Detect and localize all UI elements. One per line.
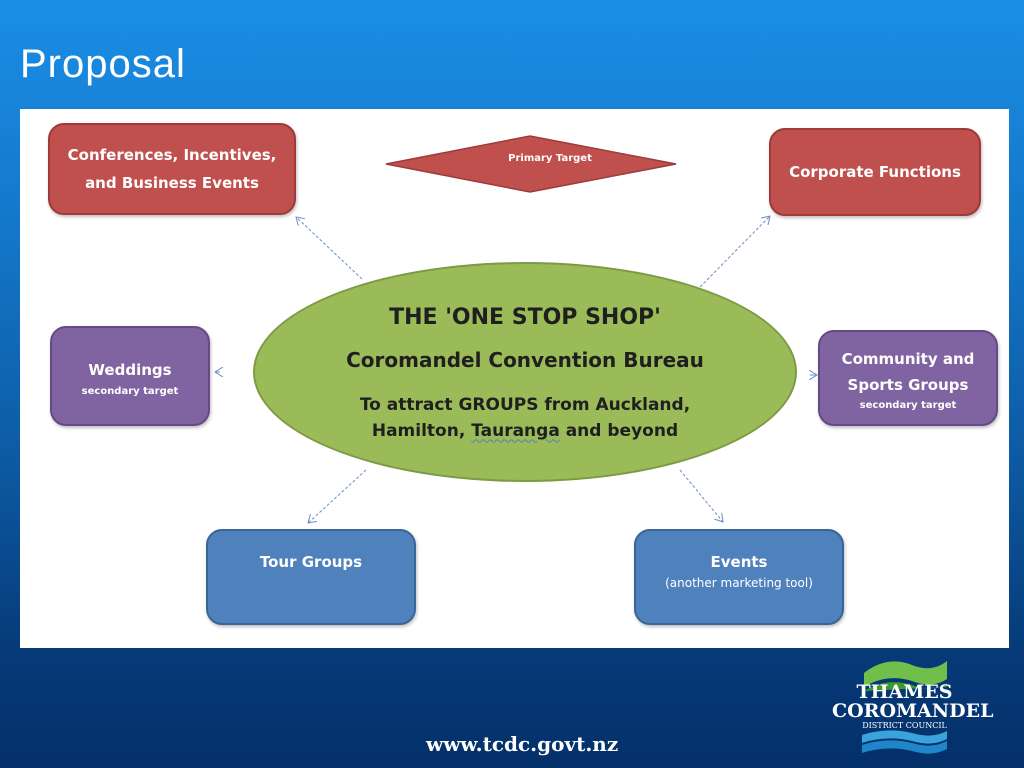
center-line2-tauranga: Tauranga bbox=[471, 420, 560, 441]
logo-line3: DISTRICT COUNCIL bbox=[862, 721, 947, 730]
tour-groups-box: Tour Groups bbox=[206, 529, 416, 625]
arrow-to-events bbox=[679, 469, 723, 522]
center-title: THE 'ONE STOP SHOP' bbox=[389, 304, 661, 330]
one-stop-shop-ellipse: THE 'ONE STOP SHOP' Coromandel Conventio… bbox=[253, 262, 797, 482]
weddings-label: Weddings bbox=[88, 360, 172, 379]
diagram-panel: Primary Target Conferences, Incentives, … bbox=[20, 109, 1009, 648]
tcdc-logo-waves bbox=[862, 661, 947, 754]
primary-target-diamond bbox=[385, 135, 677, 193]
website-url: www.tcdc.govt.nz bbox=[426, 732, 619, 756]
weddings-box: Weddings secondary target bbox=[50, 326, 210, 426]
weddings-sub: secondary target bbox=[81, 385, 179, 397]
events-label: Events bbox=[710, 553, 768, 571]
conferences-line1: Conferences, Incentives, bbox=[67, 146, 277, 164]
center-line2-a: Hamilton, bbox=[371, 420, 472, 441]
community-line1: Community and bbox=[841, 349, 975, 368]
center-line1: To attract GROUPS from Auckland, bbox=[359, 394, 691, 415]
corporate-label: Corporate Functions bbox=[789, 163, 961, 181]
events-sub: (another marketing tool) bbox=[665, 576, 813, 590]
center-subtitle: Coromandel Convention Bureau bbox=[346, 347, 704, 372]
arrow-to-corporate bbox=[699, 216, 770, 288]
primary-target-label: Primary Target bbox=[508, 153, 592, 164]
center-line2: Hamilton, Tauranga and beyond bbox=[360, 418, 690, 444]
center-line2-c: and beyond bbox=[559, 420, 679, 441]
community-sub: secondary target bbox=[859, 399, 957, 411]
logo-line1: THAMES bbox=[856, 681, 953, 703]
corporate-box: Corporate Functions bbox=[769, 128, 981, 216]
events-box: Events (another marketing tool) bbox=[634, 529, 844, 625]
conferences-box: Conferences, Incentives, and Business Ev… bbox=[48, 123, 296, 215]
conferences-line2: and Business Events bbox=[85, 174, 259, 192]
slide-title: Proposal bbox=[20, 42, 186, 86]
arrow-to-conferences bbox=[296, 217, 363, 280]
diagram-connectors bbox=[20, 135, 1009, 648]
tcdc-logo: THAMES COROMANDEL DISTRICT COUNCIL bbox=[832, 655, 994, 760]
logo-line2: COROMANDEL bbox=[832, 700, 994, 722]
tour-groups-label: Tour Groups bbox=[259, 553, 363, 571]
community-line2: Sports Groups bbox=[847, 375, 969, 394]
center-body: To attract GROUPS from Auckland, Hamilto… bbox=[360, 392, 690, 444]
arrow-to-tour bbox=[308, 469, 367, 523]
community-box: Community and Sports Groups secondary ta… bbox=[818, 330, 998, 426]
